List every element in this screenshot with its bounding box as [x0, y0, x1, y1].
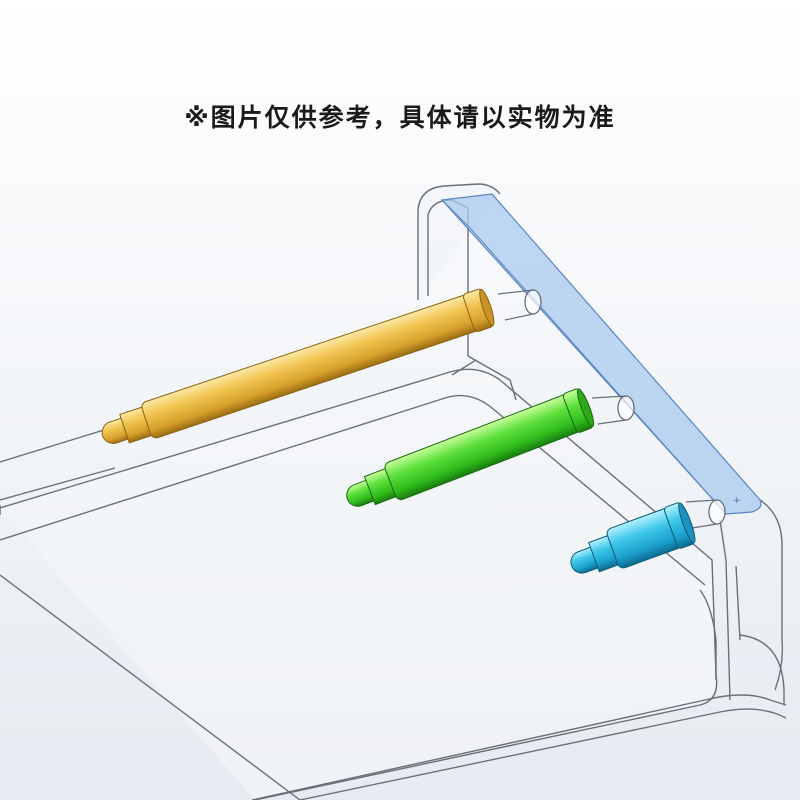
- vertical-plate-right-inner: [719, 519, 731, 701]
- selected-top-face: [440, 193, 762, 515]
- vertical-plate-right-front: [735, 565, 741, 641]
- hole-middle: [617, 395, 635, 421]
- hole-bottom: [708, 499, 726, 525]
- base-plate-top-face: [0, 368, 718, 800]
- vertical-plate-right-top: [759, 499, 784, 691]
- gold-pin-end: [479, 288, 495, 327]
- selected-face-lower-edge: [441, 199, 727, 515]
- vertical-plate-right-corner: [699, 589, 717, 680]
- green-pin-end: [576, 388, 595, 428]
- hole-middle-bore: [591, 395, 627, 425]
- base-plate-side-front: [251, 694, 787, 800]
- base-plate-inner-edge: [0, 394, 706, 586]
- cyan-pin: [570, 502, 696, 574]
- base-plate-outer-edge: [0, 429, 116, 515]
- hole-bottom-bore: [685, 499, 718, 529]
- cyan-pin-end: [678, 502, 696, 544]
- vertical-plate-bottom-curve: [739, 634, 785, 705]
- green-pin: [346, 388, 595, 507]
- base-plate-bottom-edge: [0, 574, 301, 800]
- gold-pin: [101, 288, 495, 445]
- hole-top: [524, 289, 542, 315]
- vertical-plate-side-back: [451, 359, 477, 376]
- vertical-plate-lower-inner: [467, 355, 517, 401]
- mounting-holes: [497, 289, 726, 529]
- face-marker: +: [733, 496, 741, 506]
- disclaimer-caption: ※图片仅供参考，具体请以实物为准: [184, 103, 616, 132]
- base-plate-side-lower: [299, 708, 787, 800]
- hole-top-bore: [497, 289, 534, 321]
